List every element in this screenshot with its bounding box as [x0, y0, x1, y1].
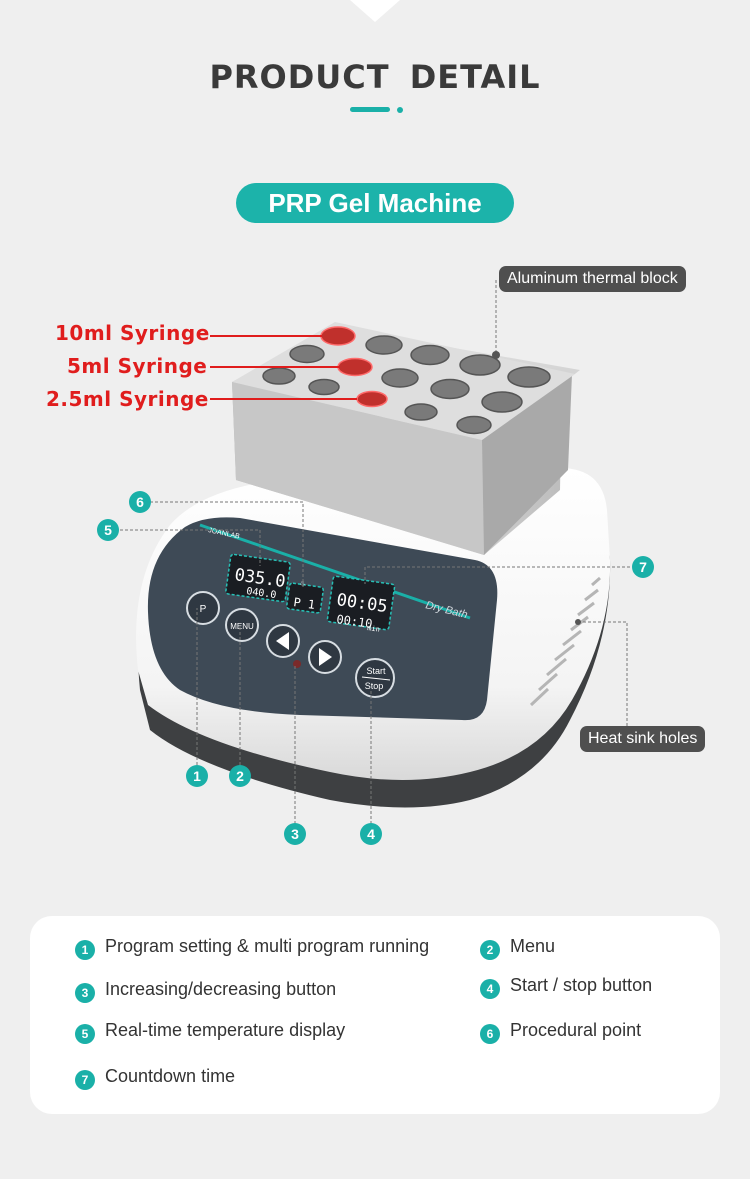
legend-item-3: 3 Increasing/decreasing button [75, 979, 336, 1003]
legend-text: Menu [510, 936, 556, 956]
aluminum-block-callout: Aluminum thermal block [499, 266, 686, 292]
syringe-10ml-label: 10ml Syringe [55, 321, 210, 345]
legend-text: Procedural point [510, 1020, 642, 1040]
program-display [285, 582, 325, 614]
button-menu-label: MENU [230, 622, 254, 631]
marker-1: 1 [186, 765, 208, 787]
marker-4: 4 [360, 823, 382, 845]
block-front-face [232, 382, 484, 555]
panel-buttons: P MENU Start Stop [186, 591, 395, 698]
heat-sink-callout: Heat sink holes [580, 726, 706, 752]
syringe-2.5ml-label: 2.5ml Syringe [46, 387, 209, 411]
legend-item-5: 5 Real-time temperature display [75, 1020, 345, 1044]
legend-text: Start / stop button [510, 975, 653, 995]
block-side-face [482, 374, 572, 555]
aluminum-block-point [492, 351, 500, 359]
button-start-label: Start [366, 666, 386, 676]
marker-5: 5 [97, 519, 119, 541]
marker-2: 2 [229, 765, 251, 787]
callout-dashed-lines [120, 280, 630, 834]
legend-badge: 1 [75, 940, 95, 960]
display-program: P 1 [293, 595, 316, 612]
heat-indicator-icon: ♨ [300, 578, 306, 588]
product-name-badge: PRP Gel Machine [236, 183, 514, 223]
legend-text: Increasing/decreasing button [105, 979, 337, 999]
right-arrow-icon [319, 648, 332, 666]
button-menu [225, 608, 259, 642]
title-underline [350, 107, 390, 112]
marker-3: 3 [284, 823, 306, 845]
title-underline-dot [397, 107, 403, 113]
button-p-label: P [200, 604, 207, 615]
top-notch [350, 0, 400, 22]
block-wells [262, 326, 551, 435]
page-title: PRODUCT DETAIL [209, 58, 541, 96]
display-time-sub: 00:10 [336, 612, 374, 631]
indicator-led [293, 660, 301, 668]
heat-sink-point [575, 619, 581, 625]
legend-badge: 4 [480, 979, 500, 999]
legend-item-4: 4 Start / stop button [480, 975, 652, 999]
marker-7: 7 [632, 556, 654, 578]
display-temp-small: 040.0 [246, 586, 277, 601]
legend-item-1: 1 Program setting & multi program running [75, 936, 429, 960]
syringe-callout-lines [210, 335, 357, 400]
dry-bath-device-illustration: 035.0 040.0 00:05 00:10 min P 1 ♨ JOANLA… [120, 280, 630, 834]
marker-6: 6 [129, 491, 151, 513]
legend-panel: 1 Program setting & multi program running… [30, 916, 720, 1114]
legend-text: Program setting & multi program running [105, 936, 430, 956]
legend-badge: 5 [75, 1024, 95, 1044]
button-stop-label: Stop [365, 681, 384, 691]
legend-badge: 7 [75, 1070, 95, 1090]
temperature-display [225, 553, 291, 603]
countdown-display [326, 575, 396, 631]
legend-text: Countdown time [105, 1066, 236, 1086]
legend-item-7: 7 Countdown time [75, 1066, 235, 1090]
left-arrow-icon [276, 632, 289, 650]
legend-item-2: 2 Menu [480, 936, 555, 960]
legend-badge: 2 [480, 940, 500, 960]
display-time-unit: min [367, 624, 381, 634]
legend-text: Real-time temperature display [105, 1020, 346, 1040]
legend-item-6: 6 Procedural point [480, 1020, 641, 1044]
legend-badge: 6 [480, 1024, 500, 1044]
syringe-5ml-label: 5ml Syringe [67, 354, 208, 378]
panel-accent-line [199, 523, 471, 620]
legend-badge: 3 [75, 983, 95, 1003]
button-p [186, 591, 220, 625]
